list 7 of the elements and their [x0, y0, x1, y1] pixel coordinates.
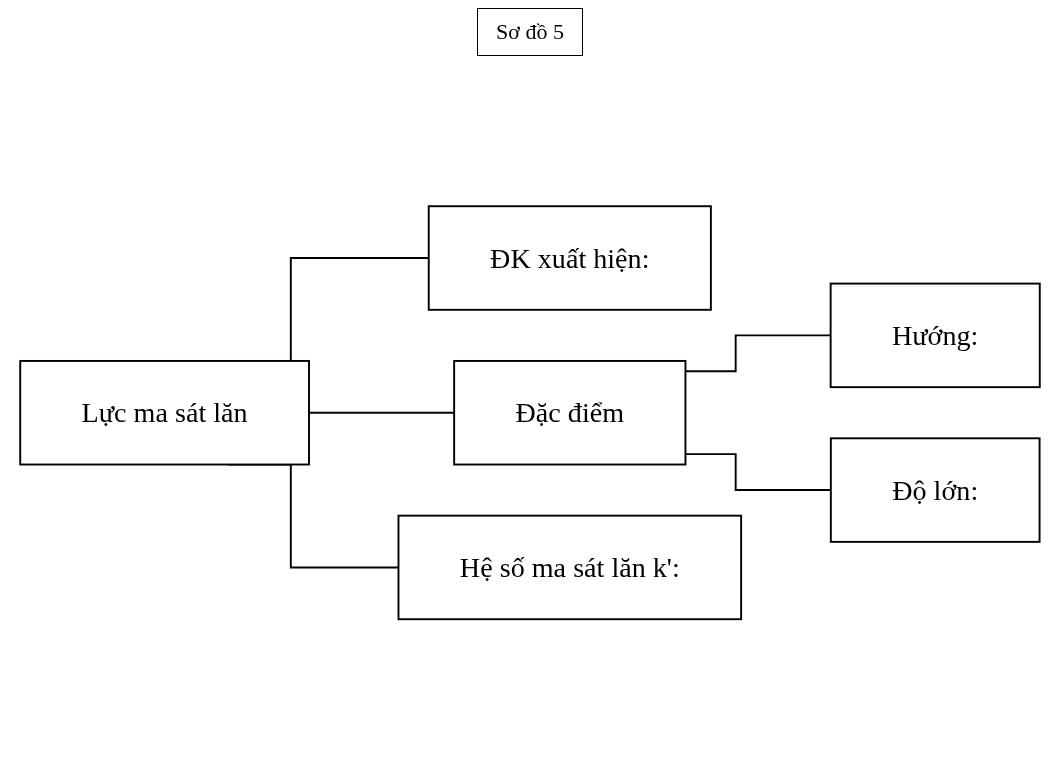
node-box: Độ lớn: — [829, 437, 1041, 543]
node-box: Lực ma sát lăn — [19, 359, 310, 466]
node-box: Hướng: — [829, 282, 1041, 388]
node-box: Hệ số ma sát lăn k': — [397, 514, 743, 620]
node-box: Đặc điểm — [453, 359, 687, 466]
node-box: ĐK xuất hiện: — [427, 205, 712, 311]
diagram-title: Sơ đồ 5 — [477, 8, 583, 56]
